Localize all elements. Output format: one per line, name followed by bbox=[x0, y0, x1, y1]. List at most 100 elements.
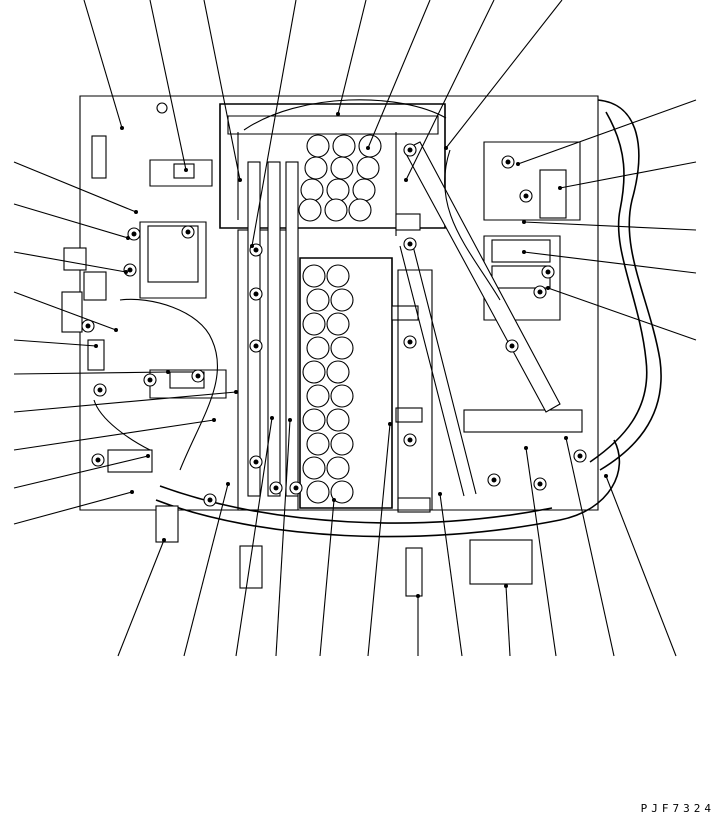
bolt-center bbox=[253, 459, 259, 465]
capacitor bbox=[306, 432, 330, 456]
leader-dot bbox=[438, 492, 442, 496]
bolt-center bbox=[131, 231, 137, 237]
bolt-center bbox=[195, 373, 201, 379]
capacitor bbox=[324, 198, 348, 222]
leader-line bbox=[405, 0, 495, 181]
capacitor bbox=[330, 288, 354, 312]
leader-line bbox=[13, 203, 129, 239]
leader-line bbox=[13, 391, 237, 413]
bolt-center bbox=[545, 269, 551, 275]
leader-line bbox=[251, 0, 297, 247]
bolt-center bbox=[253, 291, 259, 297]
leader-dot bbox=[162, 538, 166, 542]
bolt-center bbox=[97, 387, 103, 393]
capacitor bbox=[326, 456, 350, 480]
leader-line bbox=[547, 287, 697, 341]
leader-dot bbox=[226, 482, 230, 486]
capacitor bbox=[304, 156, 328, 180]
leader-line bbox=[13, 455, 149, 489]
relay-block-left bbox=[139, 159, 227, 399]
bolt-center bbox=[147, 377, 153, 383]
leader-dot bbox=[504, 584, 508, 588]
leader-dot bbox=[516, 162, 520, 166]
leader-dot bbox=[134, 210, 138, 214]
leader-line bbox=[13, 291, 117, 331]
leader-line bbox=[319, 499, 335, 657]
capacitor bbox=[302, 456, 326, 480]
bolt-center bbox=[505, 159, 511, 165]
leader-line bbox=[13, 491, 133, 525]
leader-line bbox=[149, 0, 187, 171]
capacitor bbox=[330, 480, 354, 504]
capacitor bbox=[358, 134, 382, 158]
capacitor bbox=[330, 156, 354, 180]
capacitor bbox=[356, 156, 380, 180]
leader-line bbox=[367, 423, 391, 657]
leader-line bbox=[337, 0, 367, 115]
leader-dot bbox=[120, 126, 124, 130]
leader-dot bbox=[270, 416, 274, 420]
bolt-center bbox=[85, 323, 91, 329]
capacitor bbox=[330, 384, 354, 408]
bolt-center bbox=[95, 457, 101, 463]
capacitor bbox=[352, 178, 376, 202]
leader-line bbox=[13, 161, 137, 213]
capacitor bbox=[326, 178, 350, 202]
capacitor bbox=[326, 264, 350, 288]
capacitor bbox=[306, 384, 330, 408]
capacitor bbox=[306, 480, 330, 504]
bolt-center bbox=[407, 437, 413, 443]
bolt-center bbox=[577, 453, 583, 459]
capacitor bbox=[326, 360, 350, 384]
leader-dot bbox=[166, 370, 170, 374]
bolt-center bbox=[273, 485, 279, 491]
bolt-center bbox=[253, 247, 259, 253]
leader-line bbox=[83, 0, 123, 129]
bolt-center bbox=[293, 485, 299, 491]
leader-line bbox=[439, 493, 463, 657]
leader-dot bbox=[212, 418, 216, 422]
capacitor bbox=[302, 408, 326, 432]
capacitor bbox=[302, 312, 326, 336]
bolt-center bbox=[523, 193, 529, 199]
capacitor bbox=[330, 432, 354, 456]
leader-dot bbox=[558, 186, 562, 190]
leader-dot bbox=[546, 286, 550, 290]
capacitor bbox=[348, 198, 372, 222]
leader-dot bbox=[146, 454, 150, 458]
leader-line bbox=[445, 0, 563, 149]
bolt-center bbox=[407, 241, 413, 247]
leader-dot bbox=[336, 112, 340, 116]
bolt-center bbox=[537, 481, 543, 487]
leader-dot bbox=[388, 422, 392, 426]
bolt-center bbox=[207, 497, 213, 503]
leader-dot bbox=[250, 244, 254, 248]
bolts bbox=[81, 143, 587, 507]
leader-dot bbox=[522, 220, 526, 224]
bolt-center bbox=[127, 267, 133, 273]
leader-line bbox=[275, 419, 291, 657]
capacitor bbox=[332, 134, 356, 158]
leader-line bbox=[13, 371, 169, 375]
capacitor bbox=[306, 288, 330, 312]
bolt-center bbox=[253, 343, 259, 349]
terminal-strips bbox=[391, 213, 433, 513]
leader-dot bbox=[94, 344, 98, 348]
leader-line bbox=[13, 419, 215, 451]
leader-dot bbox=[124, 270, 128, 274]
leader-dot bbox=[184, 168, 188, 172]
drawing-code: PJF7324 bbox=[640, 802, 715, 815]
capacitor bbox=[326, 408, 350, 432]
leader-line bbox=[517, 99, 697, 165]
leader-line bbox=[525, 447, 557, 657]
leader-line bbox=[505, 585, 511, 657]
capacitor bbox=[302, 360, 326, 384]
leader-dot bbox=[444, 146, 448, 150]
capacitor bbox=[300, 178, 324, 202]
leader-line bbox=[523, 221, 697, 231]
bolt-center bbox=[407, 339, 413, 345]
leader-dot bbox=[404, 178, 408, 182]
leader-line bbox=[13, 339, 97, 347]
leader-dot bbox=[130, 490, 134, 494]
bolt-center bbox=[407, 147, 413, 153]
